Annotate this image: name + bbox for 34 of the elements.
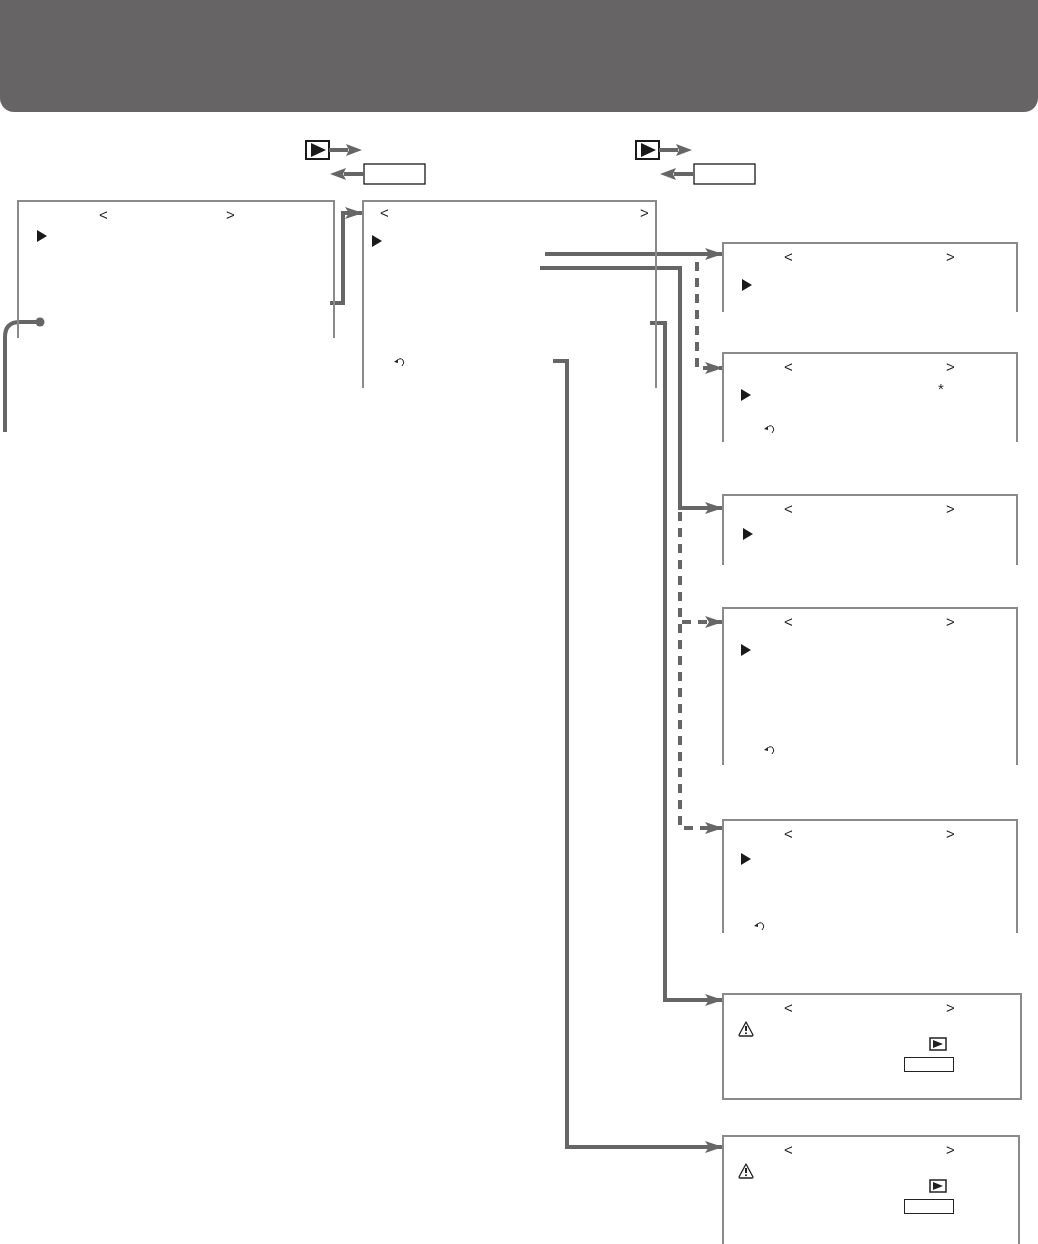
nav-bracket: >	[946, 248, 955, 266]
arrow	[330, 207, 363, 305]
nav-bracket: >	[946, 613, 955, 631]
menu-screen	[722, 242, 1018, 312]
nav-bracket: <	[784, 999, 793, 1017]
nav-bracket: >	[640, 204, 649, 222]
nav-bracket: <	[784, 825, 793, 843]
nav-bracket: <	[784, 613, 793, 631]
asterisk-mark: *	[938, 380, 944, 398]
nav-bracket: <	[99, 206, 108, 224]
menu-screen	[722, 1135, 1020, 1244]
menu-screen	[722, 993, 1022, 1100]
arrow	[540, 266, 723, 514]
nav-bracket: <	[784, 1141, 793, 1159]
leader-line	[3, 317, 45, 432]
menu-screen	[722, 494, 1018, 565]
nav-bracket: >	[946, 500, 955, 518]
nav-bracket: >	[946, 358, 955, 376]
arrow	[650, 321, 723, 1006]
nav-bracket: >	[946, 999, 955, 1017]
nav-bracket: <	[784, 358, 793, 376]
nav-bracket: >	[226, 206, 235, 224]
arrow	[545, 248, 723, 260]
nav-bracket: <	[380, 204, 389, 222]
menu-screen	[722, 819, 1018, 933]
arrow	[553, 359, 723, 1153]
menu-screen	[362, 200, 657, 388]
menu-screen	[722, 352, 1018, 442]
nav-bracket: <	[784, 248, 793, 266]
nav-bracket: >	[946, 825, 955, 843]
menu-screen	[722, 607, 1018, 765]
menu-screen	[17, 200, 335, 338]
nav-bracket: <	[784, 500, 793, 518]
nav-bracket: >	[946, 1141, 955, 1159]
